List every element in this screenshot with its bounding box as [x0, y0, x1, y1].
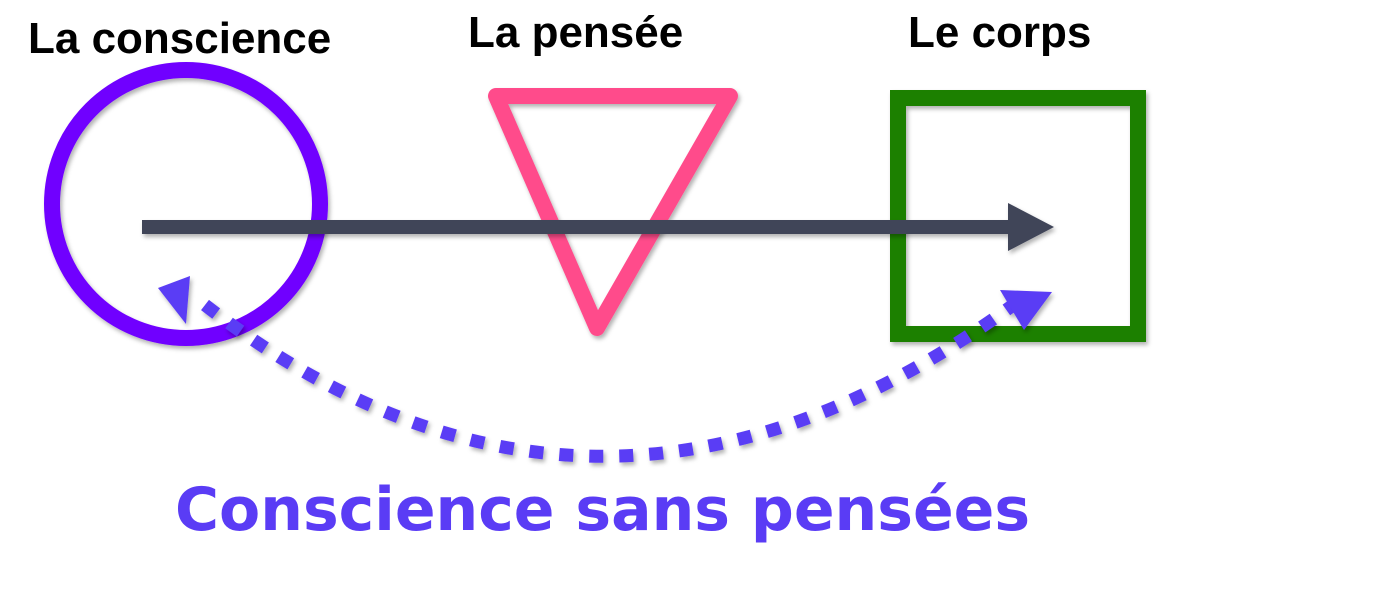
label-thought: La pensée: [468, 8, 684, 57]
label-body: Le corps: [908, 8, 1092, 57]
dotted-double-arrow: [158, 276, 1052, 463]
label-consciousness: La conscience: [28, 14, 332, 63]
solid-arrow: [142, 203, 1054, 251]
thought-triangle: [488, 88, 738, 336]
caption: Conscience sans pensées: [175, 475, 1031, 545]
consciousness-circle: [44, 62, 328, 346]
body-square: [890, 90, 1146, 342]
